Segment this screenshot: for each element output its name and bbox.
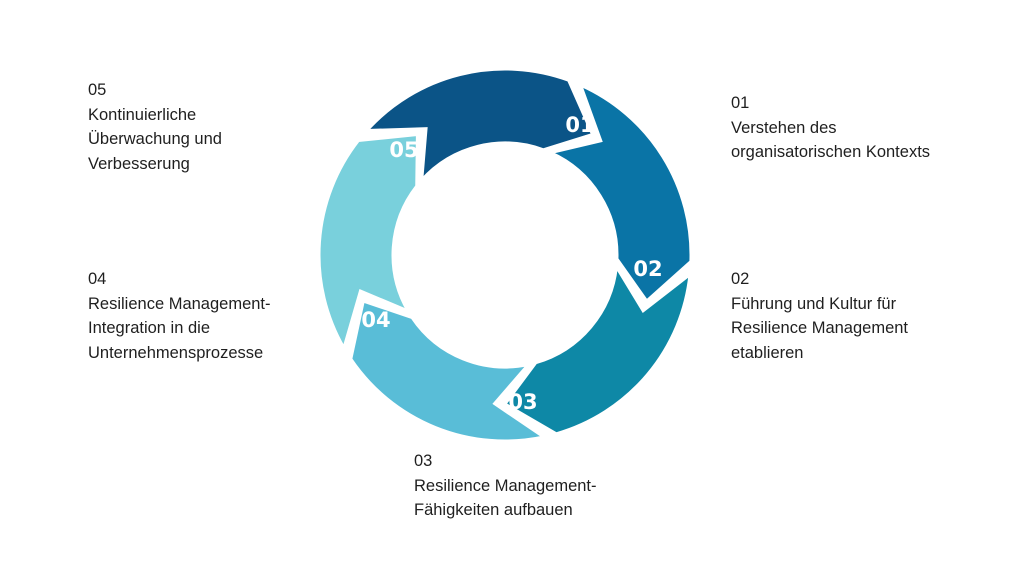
step-02-description: 02 Führung und Kultur für Resilience Man… bbox=[731, 267, 908, 365]
cycle-segment-02 bbox=[502, 262, 692, 436]
segment-label-03: 03 bbox=[508, 390, 537, 414]
cycle-segment-04 bbox=[317, 132, 419, 352]
cycle-segment-05 bbox=[363, 67, 595, 185]
segment-label-04: 04 bbox=[361, 308, 390, 332]
step-04-description: 04 Resilience Management- Integration in… bbox=[88, 267, 271, 365]
step-01-text: Verstehen des organisatorischen Kontexts bbox=[731, 118, 931, 162]
step-05-text: Kontinuierliche Überwachung und Verbesse… bbox=[88, 105, 222, 173]
step-02-number: 02 bbox=[731, 270, 750, 288]
cycle-segment-01 bbox=[545, 82, 693, 304]
step-03-number: 03 bbox=[414, 452, 433, 470]
cycle-segment-03 bbox=[349, 299, 548, 443]
step-03-text: Resilience Management- Fähigkeiten aufba… bbox=[414, 476, 597, 520]
step-04-number: 04 bbox=[88, 270, 107, 288]
segment-label-05: 05 bbox=[389, 138, 418, 162]
step-01-number: 01 bbox=[731, 94, 750, 112]
step-05-number: 05 bbox=[88, 81, 107, 99]
step-01-description: 01 Verstehen des organisatorischen Konte… bbox=[731, 91, 930, 165]
segment-label-02: 02 bbox=[633, 257, 662, 281]
step-04-text: Resilience Management- Integration in di… bbox=[88, 294, 271, 362]
step-02-text: Führung und Kultur für Resilience Manage… bbox=[731, 294, 909, 362]
step-03-description: 03 Resilience Management- Fähigkeiten au… bbox=[414, 449, 597, 523]
segment-label-01: 01 bbox=[565, 113, 594, 137]
step-05-description: 05 Kontinuierliche Überwachung und Verbe… bbox=[88, 78, 222, 176]
